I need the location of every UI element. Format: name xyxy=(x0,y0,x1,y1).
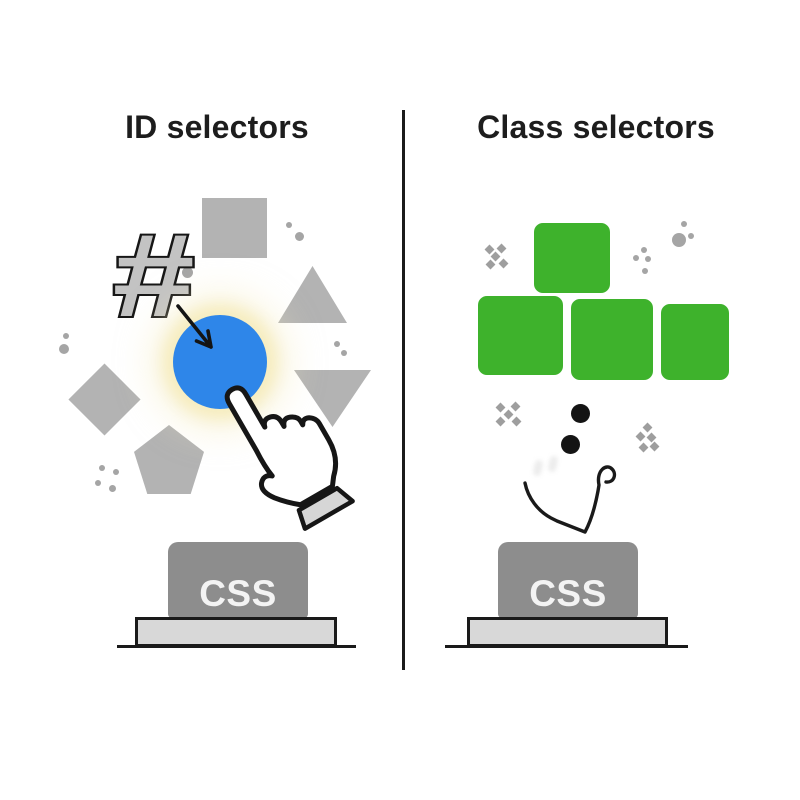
css-stamp-right: CSS xyxy=(498,542,638,618)
decor-dot xyxy=(63,333,69,339)
decor-diamond xyxy=(68,363,141,436)
stamp-base-left xyxy=(135,617,337,647)
class-selected-block xyxy=(475,293,566,378)
sparkle xyxy=(635,431,646,442)
right-panel-title: Class selectors xyxy=(477,109,715,145)
css-stamp-label: CSS xyxy=(199,573,277,614)
sparkle xyxy=(495,416,506,427)
hash-symbol: # xyxy=(110,216,193,338)
grab-hand-icon xyxy=(505,455,620,540)
css-stamp-left: CSS xyxy=(168,542,308,618)
decor-square xyxy=(202,198,267,258)
left-panel-title: ID selectors xyxy=(125,109,309,145)
hash-icon: # xyxy=(84,208,220,344)
decor-dot xyxy=(341,350,347,356)
class-selected-block xyxy=(658,301,732,383)
sparkle xyxy=(646,432,657,443)
css-stamp-label: CSS xyxy=(529,573,607,614)
decor-dot xyxy=(633,255,639,261)
decor-dot xyxy=(113,469,119,475)
decor-dot xyxy=(334,341,340,347)
decor-triangle-up xyxy=(278,266,347,323)
decor-dot xyxy=(642,268,648,274)
pointer-hand-icon xyxy=(180,349,369,556)
sparkle xyxy=(503,409,514,420)
decor-dot xyxy=(109,485,116,492)
decor-dot xyxy=(641,247,647,253)
ground-line-right xyxy=(445,645,688,648)
stamp-base-right xyxy=(467,617,668,647)
decor-dot xyxy=(99,465,105,471)
sparkle xyxy=(495,402,506,413)
decor-dot xyxy=(182,267,193,278)
decor-dot xyxy=(286,222,292,228)
sparkle xyxy=(498,258,509,269)
decor-dot xyxy=(295,232,304,241)
sparkle xyxy=(511,416,522,427)
sparkle xyxy=(649,441,660,452)
falling-dot xyxy=(571,404,590,423)
sparkle xyxy=(485,259,496,270)
decor-dot xyxy=(59,344,69,354)
sparkle xyxy=(496,243,507,254)
decor-pentagon xyxy=(134,425,204,494)
ground-line-left xyxy=(117,645,356,648)
sparkle xyxy=(510,401,521,412)
falling-dot xyxy=(561,435,580,454)
panel-divider-line xyxy=(402,110,405,670)
class-selected-block xyxy=(568,296,656,383)
sparkle xyxy=(638,442,649,453)
selected-element-circle xyxy=(173,315,267,409)
arrow-icon xyxy=(170,298,220,356)
decor-dot xyxy=(95,480,101,486)
decor-dot xyxy=(688,233,694,239)
sparkle xyxy=(490,251,501,262)
decor-dot xyxy=(672,233,686,247)
sparkle xyxy=(642,422,653,433)
decor-dot xyxy=(681,221,687,227)
class-selected-block xyxy=(531,220,613,296)
decor-dot xyxy=(645,256,651,262)
